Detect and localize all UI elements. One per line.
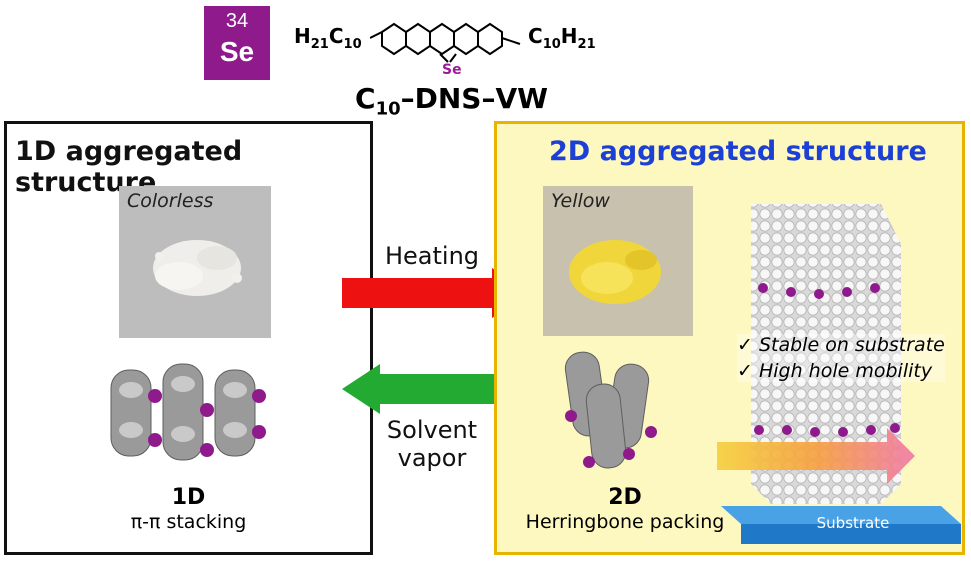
yellow-powder-photo xyxy=(543,186,693,336)
feature-item-stable: ✓ Stable on substrate xyxy=(737,334,945,356)
panel-2d-title: 2D aggregated structure xyxy=(549,136,927,167)
compound-name: C10–DNS–VW xyxy=(355,82,548,120)
2d-caption: 2D xyxy=(608,485,642,510)
colorless-powder-photo xyxy=(119,186,271,338)
solvent-vapor-arrow xyxy=(342,364,530,414)
right-chain-h: H xyxy=(560,24,578,48)
colorless-label: Colorless xyxy=(127,190,214,212)
panel-1d-title: 1D aggregated structure xyxy=(15,136,243,198)
solvent-label: Solvent xyxy=(386,416,478,444)
heating-arrow xyxy=(342,268,530,318)
compound-name-suffix: –DNS–VW xyxy=(400,82,549,115)
atomic-number: 34 xyxy=(225,10,249,32)
right-chain-h-sub: 21 xyxy=(577,37,596,52)
left-alkyl-chain: H21C10 xyxy=(294,24,362,52)
left-chain-c: C xyxy=(328,24,344,48)
hole-transport-arrow xyxy=(717,428,915,484)
compound-name-prefix: C xyxy=(355,82,376,115)
right-chain-c-sub: 10 xyxy=(542,37,561,52)
herringbone-caption: Herringbone packing xyxy=(525,511,725,533)
2d-herringbone-model xyxy=(564,351,657,469)
thin-film-illustration xyxy=(717,204,961,544)
1d-caption: 1D xyxy=(171,485,206,510)
substrate-front-face xyxy=(741,524,961,544)
feature-label-mobility: High hole mobility xyxy=(758,360,933,382)
panel-1d: 1D aggregated structure Colorless xyxy=(4,121,373,555)
right-chain-c: C xyxy=(528,24,543,48)
left-chain-c-sub: 10 xyxy=(343,37,362,52)
selenium-element-tile: 34 Se xyxy=(204,6,270,80)
compound-name-sub: 10 xyxy=(375,98,401,120)
vapor-label: vapor xyxy=(397,444,467,472)
left-chain-h: H xyxy=(294,24,311,48)
feature-list: ✓ Stable on substrate ✓ High hole mobili… xyxy=(737,334,945,382)
substrate-top-face xyxy=(721,506,961,524)
element-symbol: Se xyxy=(219,36,255,67)
pi-stacking-caption: π-π stacking xyxy=(130,511,247,533)
feature-label-stable: Stable on substrate xyxy=(758,334,945,356)
right-alkyl-chain: C10H21 xyxy=(528,24,596,52)
yellow-label: Yellow xyxy=(551,190,610,212)
1d-stacking-model xyxy=(110,363,266,461)
molecule-skeleton: Se xyxy=(370,22,521,76)
left-chain-h-sub: 21 xyxy=(310,37,329,52)
substrate-label: Substrate xyxy=(816,514,890,532)
heating-label: Heating xyxy=(384,242,480,270)
checkmark-icon: ✓ xyxy=(737,334,753,356)
checkmark-icon: ✓ xyxy=(737,360,753,382)
panel-2d: 2D aggregated structure Yellow 2D Herrin… xyxy=(494,121,965,555)
se-atom-label: Se xyxy=(442,62,462,76)
feature-item-mobility: ✓ High hole mobility xyxy=(737,360,945,382)
